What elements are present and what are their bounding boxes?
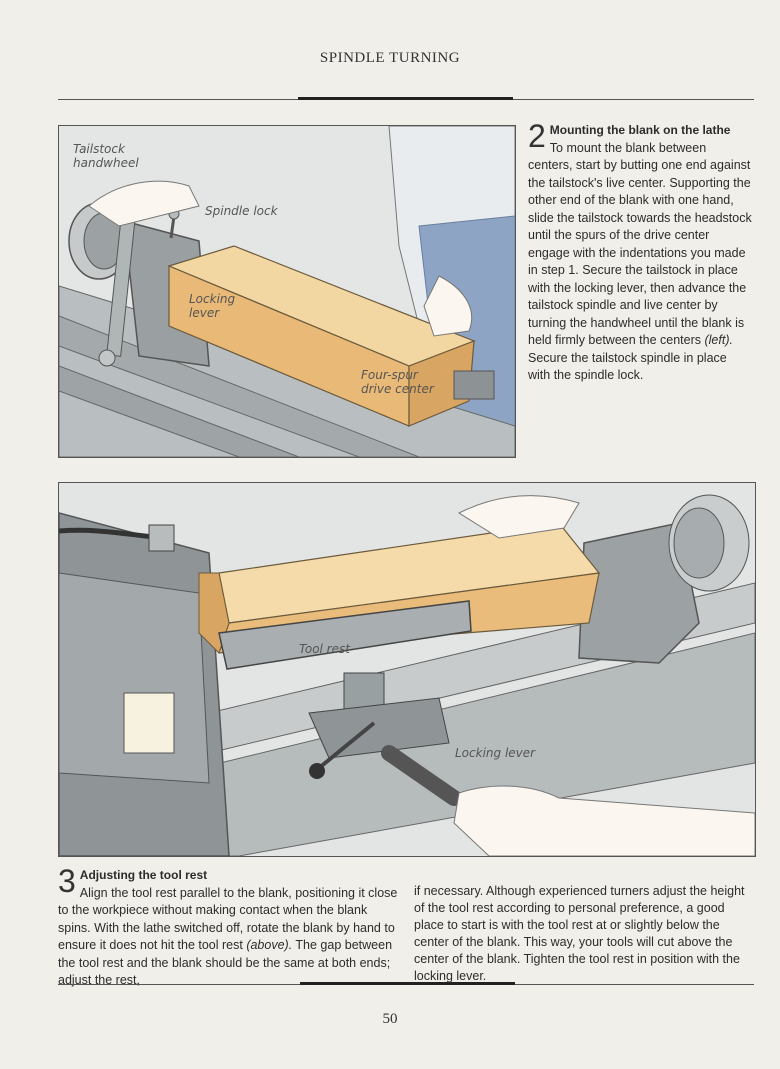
step-3-body: Align the tool rest parallel to the blan… (58, 885, 398, 953)
step-3-number: 3 (58, 863, 76, 899)
step-3-col-2: if necessary. Although experienced turne… (414, 884, 745, 983)
step-2-body: To mount the blank between centers, star… (528, 140, 752, 348)
label-tailstock-handwheel: Tailstock handwheel (73, 142, 139, 170)
figure-mounting-blank-illustration (59, 126, 515, 457)
step-3-body-ref: (above). (246, 938, 293, 952)
page-number: 50 (382, 1011, 398, 1027)
step-2-title: Mounting the blank on the lathe (549, 123, 731, 137)
label-spindle-lock: Spindle lock (205, 204, 278, 218)
footer-rule-accent (300, 982, 515, 985)
step-3-title: Adjusting the tool rest (79, 868, 208, 882)
header-rule-accent (298, 97, 513, 100)
step-2-body-ref: (left). (704, 333, 733, 347)
step-3-body-end: The gap between the tool rest and the bl… (58, 938, 393, 987)
label-tool-rest: Tool rest (299, 642, 350, 656)
label-locking-lever: Locking lever (189, 292, 236, 320)
step-2: 2 Mounting the blank on the lathe To mou… (528, 118, 752, 385)
figure-tool-rest-illustration (59, 483, 755, 856)
label-four-spur-drive-center: Four-spur drive center (361, 368, 434, 396)
running-head: SPINDLE TURNING (319, 50, 461, 66)
step-3-col-1: 3 Adjusting the tool rest Align the tool… (58, 863, 400, 990)
step-2-number: 2 (528, 118, 546, 154)
figure-tool-rest: Tool rest Locking lever (58, 482, 756, 857)
label-locking-lever-2: Locking lever (455, 746, 536, 760)
figure-mounting-blank: Tailstock handwheel Spindle lock Locking… (58, 125, 516, 458)
step-2-body-end: Secure the tailstock spindle in place wi… (528, 350, 727, 383)
